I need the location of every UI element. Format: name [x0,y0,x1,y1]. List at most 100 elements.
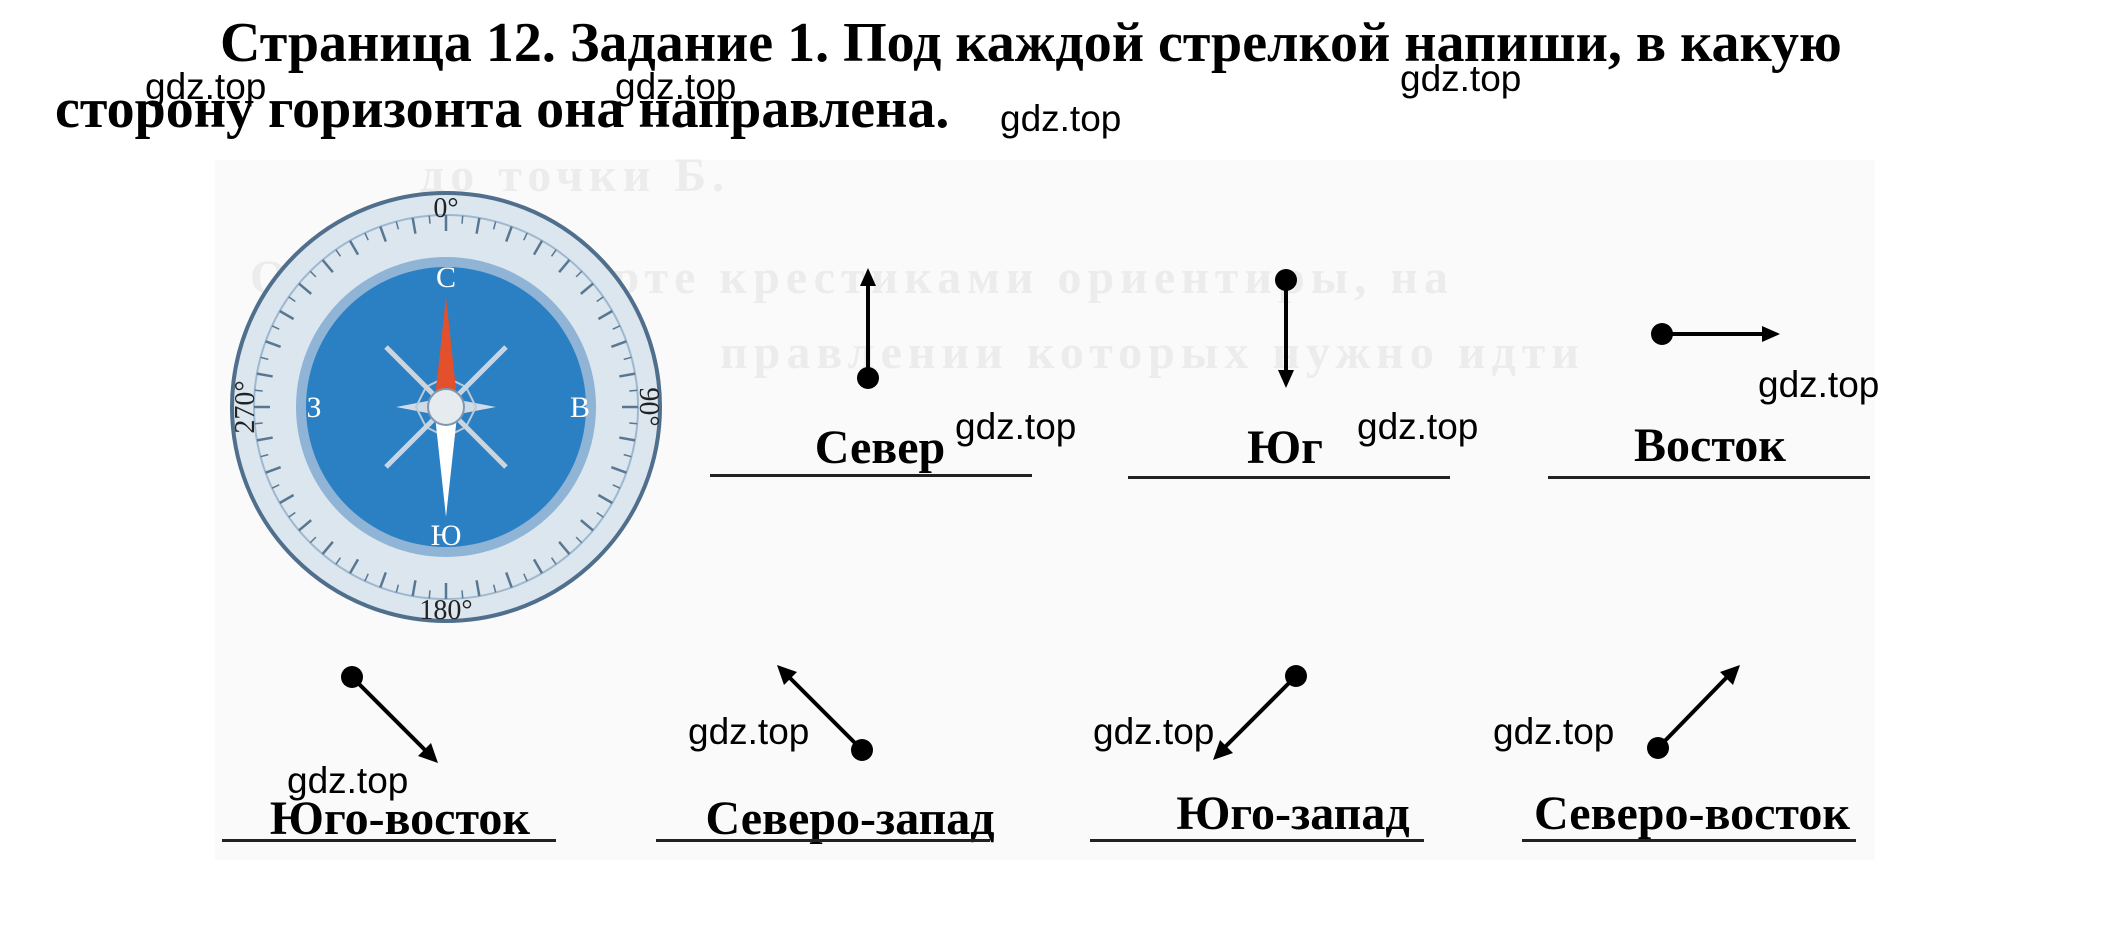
compass-tick [309,536,317,544]
needle-south [434,407,458,517]
watermark: gdz.top [287,760,409,801]
compass-letter-west: З [306,391,321,424]
compass-degree-0: 0° [433,193,458,224]
compass-tick [580,282,594,295]
compass-tick [379,226,387,243]
watermark: gdz.top [1400,58,1522,99]
answer-line [1548,476,1870,479]
compass-tick [461,215,464,224]
compass-tick [298,282,312,295]
arrow-south [1275,269,1297,388]
compass-tick [298,519,312,532]
arrow-north [857,268,879,389]
answer-line [1522,839,1856,842]
answer-line [710,474,1032,477]
compass-tick [492,221,497,230]
compass-tick [492,584,497,593]
answer-south: Юг [1247,421,1323,474]
compass-tick [260,356,269,361]
compass-tick [379,571,387,588]
compass-tick [395,221,400,230]
compass-tick [532,240,544,256]
arrow-northwest [777,665,873,761]
compass-tick [575,270,583,278]
title-line-1: Страница 12. Задание 1. Под каждой стрел… [220,12,1842,74]
needle-north [434,297,458,407]
answer-line [222,839,556,842]
title-line-2: сторону горизонта она направлена. [55,78,950,140]
compass-tick [335,557,342,565]
compass-tick [523,232,528,241]
compass-tick [335,249,342,257]
compass-tick [265,340,282,348]
compass-tick [254,389,263,392]
compass-tick [619,436,636,442]
compass-degree-180: 180° [419,595,472,626]
compass-tick [260,453,269,458]
compass-tick [610,340,627,348]
compass-illustration: С Ю В З 0° 180° 90° 270° [230,191,664,626]
watermark: gdz.top [1093,711,1215,752]
compass-tick [532,558,544,574]
compass-tick [505,571,513,588]
compass-tick [523,573,528,582]
compass-degree-90: 90° [633,387,664,426]
compass-tick [288,511,296,518]
compass-tick [364,232,369,241]
compass-tick [475,217,481,234]
compass-degree-270: 270° [230,380,261,433]
compass-tick [596,296,604,303]
compass-tick [428,590,431,599]
compass-tick [629,389,638,392]
watermark: gdz.top [1000,98,1122,139]
compass-tick [550,557,557,565]
arrow-east [1651,323,1780,345]
answer-east: Восток [1634,419,1786,472]
compass-tick [364,573,369,582]
compass-tick [461,590,464,599]
compass-ticks [254,215,638,599]
compass-tick [597,309,613,321]
compass-tick [348,558,360,574]
watermark: gdz.top [615,66,737,107]
compass-letter-north: С [436,261,456,294]
compass-letter-east: В [570,391,590,424]
arrow-southwest [1213,665,1307,760]
page-title: Страница 12. Задание 1. Под каждой стрел… [55,10,2035,142]
watermark: gdz.top [688,711,810,752]
arrow-northeast [1647,665,1740,759]
compass-tick [596,511,604,518]
compass-tick [321,541,334,555]
compass-pivot [427,388,465,426]
compass-tick [265,466,282,474]
answer-line [1128,476,1450,479]
compass-tick [558,541,571,555]
compass-tick [411,217,417,234]
compass-tick [612,484,621,489]
compass-tick [619,372,636,378]
compass-tick [411,580,417,597]
watermark: gdz.top [1493,711,1615,752]
compass-tick [256,436,273,442]
compass-tick [395,584,400,593]
answer-southeast: Юго-восток [269,792,531,845]
compass-letter-south: Ю [431,519,462,552]
compass-tick [271,484,280,489]
compass-tick [597,493,613,505]
watermark: gdz.top [1357,406,1479,447]
compass-tick [256,372,273,378]
compass-tick [288,296,296,303]
compass-tick [612,325,621,330]
compass-tick [558,259,571,273]
compass-tick [271,325,280,330]
compass-tick [505,226,513,243]
answer-line [656,839,990,842]
compass-tick [254,422,263,425]
answer-line [1090,839,1424,842]
compass-tick [629,422,638,425]
compass-tick [428,215,431,224]
answer-northeast: Северо-восток [1534,787,1850,840]
compass-tick [279,309,295,321]
compass-tick [580,519,594,532]
compass-tick [575,536,583,544]
